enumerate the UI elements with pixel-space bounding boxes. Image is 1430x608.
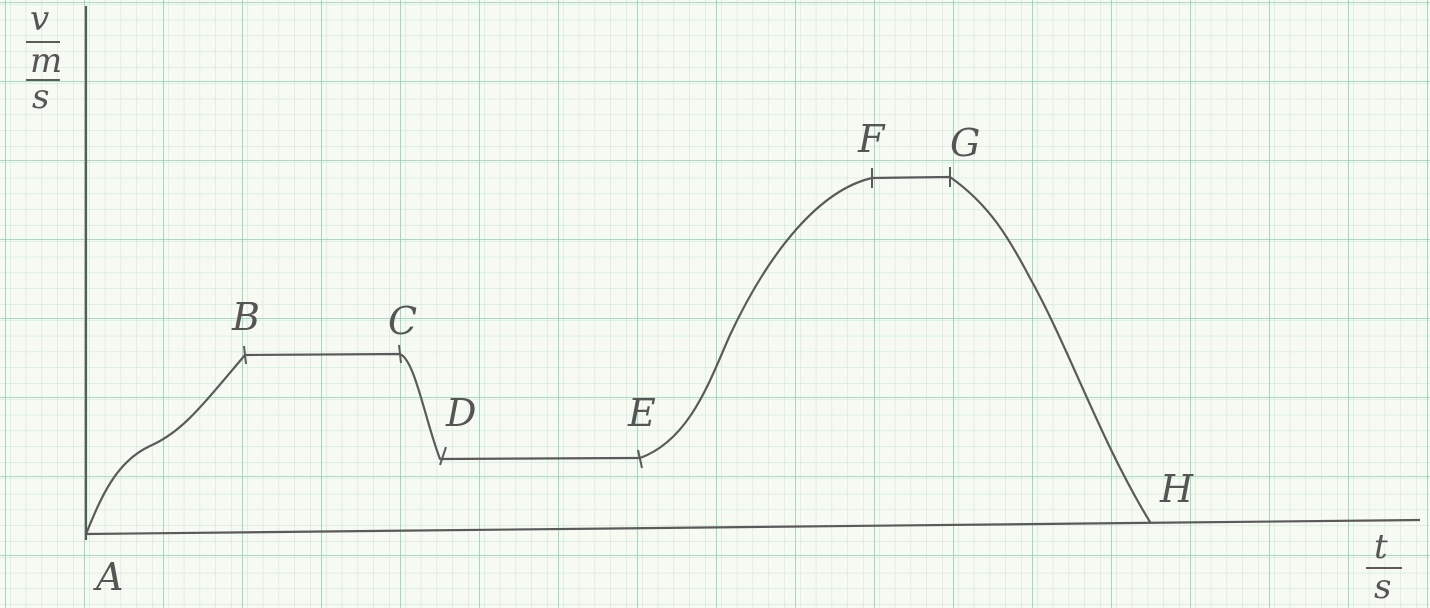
tick-C bbox=[398, 344, 402, 364]
tick-D bbox=[439, 446, 447, 466]
y-unit-m: m bbox=[30, 41, 62, 81]
point-label-G: G bbox=[950, 121, 980, 165]
point-label-C: C bbox=[388, 299, 417, 343]
point-label-B: B bbox=[231, 295, 260, 339]
point-label-F: F bbox=[857, 117, 886, 161]
x-axis-unit-label: t s bbox=[1366, 527, 1402, 607]
y-unit-v: v bbox=[30, 0, 49, 39]
velocity-curve bbox=[84, 175, 1152, 536]
x-axis bbox=[85, 518, 1421, 536]
point-label-E: E bbox=[627, 391, 656, 435]
tick-E bbox=[637, 449, 643, 469]
point-label-H: H bbox=[1159, 467, 1194, 511]
tick-B bbox=[243, 345, 247, 365]
point-label-A: A bbox=[93, 555, 123, 599]
x-unit-s: s bbox=[1374, 567, 1391, 607]
point-label-D: D bbox=[445, 391, 476, 435]
y-unit-s: s bbox=[32, 77, 49, 117]
x-unit-t: t bbox=[1374, 527, 1388, 567]
y-axis-unit-label: v m s bbox=[26, 0, 62, 117]
